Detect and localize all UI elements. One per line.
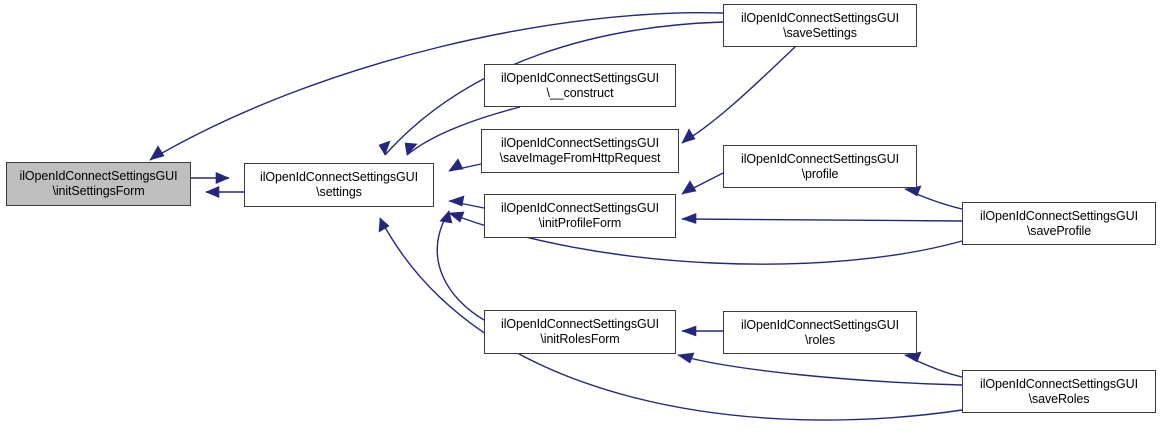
edge-initSettingsForm-to-settings-arrowhead — [215, 172, 230, 184]
graph-node-label-line2: \settings — [316, 185, 362, 199]
edge-roles-to-initRolesForm — [681, 325, 723, 337]
edge-construct-to-settings-arrowhead — [404, 142, 418, 156]
graph-node-saveProfile[interactable]: ilOpenIdConnectSettingsGUI\saveProfile — [962, 202, 1156, 245]
edge-saveSettings-to-saveImageFromHttpRequest-line — [681, 46, 796, 144]
edge-profile-to-initProfileForm — [681, 172, 724, 195]
graph-node-label-line2: \roles — [805, 332, 835, 347]
edge-saveRoles-to-initRolesForm-arrowhead — [677, 352, 695, 364]
edge-initRolesForm-to-settings — [436, 210, 485, 321]
edge-saveProfile-to-initProfileForm — [681, 213, 963, 224]
graph-node-saveImageFromHttpRequest[interactable]: ilOpenIdConnectSettingsGUI\saveImageFrom… — [481, 129, 679, 173]
graph-node-label-line1: ilOpenIdConnectSettingsGUI — [741, 10, 899, 25]
graph-node-label-line1: ilOpenIdConnectSettingsGUI — [980, 376, 1138, 391]
graph-node-label-line1: ilOpenIdConnectSettingsGUI — [501, 70, 659, 85]
edge-roles-to-initRolesForm-arrowhead — [681, 325, 697, 337]
edge-saveProfile-to-profile — [904, 185, 963, 210]
edge-saveSettings-to-settings — [378, 21, 724, 156]
graph-node-label-line1: ilOpenIdConnectSettingsGUI — [741, 317, 899, 332]
graph-node-label-line2: \profile — [801, 166, 839, 181]
graph-node-saveSettings[interactable]: ilOpenIdConnectSettingsGUI\saveSettings — [723, 4, 917, 47]
edge-profile-to-initProfileForm-arrowhead — [681, 180, 697, 195]
edge-saveRoles-to-roles — [904, 351, 963, 378]
edge-saveProfile-to-settings-arrowhead — [448, 211, 465, 223]
edge-saveRoles-to-initRolesForm-line — [677, 354, 963, 386]
graph-node-label-line2: \saveRoles — [1028, 391, 1090, 406]
edge-saveSettings-to-saveImageFromHttpRequest — [681, 46, 796, 144]
graph-node-label-line1: ilOpenIdConnectSettingsGUI — [501, 136, 659, 150]
graph-node-label-line1: ilOpenIdConnectSettingsGUI — [260, 170, 418, 184]
edge-initRolesForm-to-settings-arrowhead — [439, 210, 453, 224]
edge-saveSettings-to-saveImageFromHttpRequest-arrowhead — [681, 128, 696, 144]
edge-construct-to-settings-line — [406, 106, 521, 156]
edge-saveRoles-to-settings — [378, 217, 963, 421]
edge-saveSettings-to-initSettingsForm — [149, 11, 724, 161]
graph-node-saveRoles[interactable]: ilOpenIdConnectSettingsGUI\saveRoles — [962, 370, 1156, 413]
edge-initProfileForm-to-settings-arrowhead — [448, 195, 465, 207]
edge-saveProfile-to-initProfileForm-arrowhead — [681, 213, 697, 224]
edge-saveSettings-to-settings-line — [384, 21, 724, 156]
edge-saveRoles-to-settings-line — [379, 217, 963, 421]
edge-saveImageFromHttpRequest-to-settings-arrowhead — [448, 158, 464, 172]
edge-settings-to-initSettingsForm — [205, 186, 244, 198]
edge-saveRoles-to-settings-arrowhead — [378, 217, 390, 233]
edge-initRolesForm-to-settings-line — [436, 210, 485, 321]
edge-initProfileForm-to-settings — [448, 195, 485, 209]
graph-node-initSettingsForm[interactable]: ilOpenIdConnectSettingsGUI\initSettingsF… — [6, 162, 191, 206]
graph-node-label-line2: \saveSettings — [783, 25, 857, 40]
graph-node-label-line1: ilOpenIdConnectSettingsGUI — [980, 208, 1138, 223]
edge-settings-to-initSettingsForm-arrowhead — [205, 186, 220, 198]
graph-node-construct[interactable]: ilOpenIdConnectSettingsGUI\__construct — [484, 64, 676, 107]
graph-node-label-line2: \initRolesForm — [540, 332, 620, 346]
edge-saveProfile-to-initProfileForm-line — [681, 218, 963, 222]
graph-node-initRolesForm[interactable]: ilOpenIdConnectSettingsGUI\initRolesForm — [484, 310, 676, 354]
graph-node-label-line2: \initProfileForm — [538, 216, 622, 230]
graph-node-label-line1: ilOpenIdConnectSettingsGUI — [19, 169, 178, 183]
edge-saveSettings-to-initSettingsForm-arrowhead — [149, 145, 165, 161]
graph-node-label-line1: ilOpenIdConnectSettingsGUI — [501, 201, 659, 215]
graph-node-roles[interactable]: ilOpenIdConnectSettingsGUI\roles — [723, 311, 917, 354]
graph-node-label-line2: \saveImageFromHttpRequest — [499, 151, 661, 165]
edge-saveSettings-to-settings-arrowhead — [378, 140, 391, 156]
edge-saveRoles-to-initRolesForm — [677, 352, 963, 386]
graph-node-initProfileForm[interactable]: ilOpenIdConnectSettingsGUI\initProfileFo… — [484, 194, 676, 238]
graph-node-label-line1: ilOpenIdConnectSettingsGUI — [741, 151, 899, 166]
graph-node-label-line1: ilOpenIdConnectSettingsGUI — [501, 317, 659, 331]
graph-node-profile[interactable]: ilOpenIdConnectSettingsGUI\profile — [723, 145, 917, 188]
edge-saveImageFromHttpRequest-to-settings — [448, 158, 482, 172]
graph-node-label-line2: \saveProfile — [1026, 223, 1092, 238]
edge-initSettingsForm-to-settings — [191, 172, 230, 184]
edge-saveSettings-to-initSettingsForm-line — [149, 11, 724, 161]
graph-node-label-line2: \initSettingsForm — [52, 184, 145, 198]
graph-node-settings[interactable]: ilOpenIdConnectSettingsGUI\settings — [244, 163, 434, 207]
graph-node-label-line2: \__construct — [546, 85, 614, 100]
edge-construct-to-settings — [404, 106, 521, 156]
